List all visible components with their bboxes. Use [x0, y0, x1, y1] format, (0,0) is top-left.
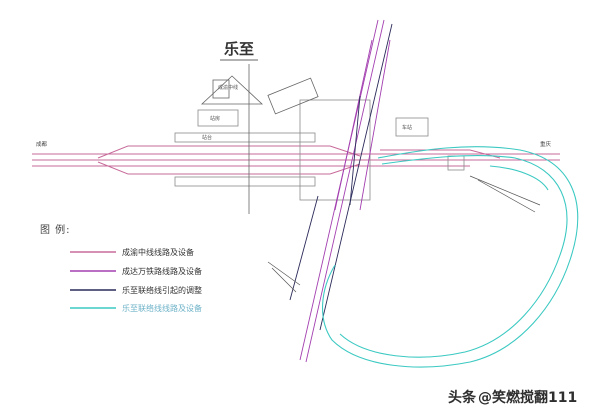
siding-left-diverge-upper — [97, 145, 129, 159]
platform-lower — [174, 176, 316, 187]
legend: 图 例: 成渝中线线路及设备 成达万铁路线路及设备 乐至联络线引起的调整 乐至联… — [40, 223, 202, 313]
watermark-prefix: 头条 — [448, 389, 477, 406]
siding-right-converge-lower — [329, 163, 361, 175]
right-siding-join — [469, 149, 501, 159]
adjust-track-2 — [349, 95, 361, 206]
diagram-title: 乐至 — [224, 40, 254, 58]
link-loop-inner — [339, 155, 568, 358]
top-structures — [200, 64, 319, 214]
station-yard-frame — [299, 99, 371, 201]
station-building-box — [197, 109, 239, 127]
watermark-handle: @笑燃搅翻111 — [478, 389, 577, 406]
top-left-box — [212, 79, 230, 99]
spur-tracks — [267, 175, 541, 293]
dawan-track-4 — [359, 39, 391, 211]
title-group: 乐至 — [220, 40, 258, 61]
legend-label-2: 成达万铁路线路及设备 — [122, 266, 202, 276]
spur-left-2 — [271, 267, 297, 293]
link-line-tracks — [322, 146, 579, 368]
left-station-label: 成都 — [36, 140, 48, 148]
legend-item-2: 成达万铁路线路及设备 — [70, 266, 202, 276]
legend-item-3: 乐至联络线引起的调整 — [70, 285, 202, 295]
main-line-tracks — [32, 145, 560, 175]
top-triangle — [200, 75, 264, 105]
right-end-marker — [447, 155, 465, 171]
right-station-label: 重庆 — [540, 140, 552, 148]
link-loop-outer — [322, 146, 579, 368]
platform-upper — [174, 132, 316, 143]
spur-left-1 — [267, 261, 301, 286]
spur-right-1 — [469, 175, 541, 206]
adjust-line-tracks — [289, 23, 393, 331]
right-station-box — [395, 117, 429, 137]
legend-label-4: 乐至联络线线路及设备 — [122, 303, 202, 313]
watermark: 头条 @笑燃搅翻111 — [448, 389, 577, 406]
spur-right-2 — [477, 179, 536, 213]
link-branch — [489, 165, 549, 191]
legend-heading: 图 例: — [40, 223, 71, 236]
dawan-line-tracks — [299, 19, 391, 363]
platform-annotation: 站台 — [202, 134, 212, 141]
right-box-annotation: 车站 — [402, 124, 412, 131]
adjust-track-3 — [289, 195, 319, 301]
station-labels: 成都 重庆 成渝中线 站房 站台 车站 — [36, 84, 552, 148]
legend-item-4: 乐至联络线线路及设备 — [70, 303, 202, 313]
legend-item-1: 成渝中线线路及设备 — [70, 247, 194, 257]
top-box-annotation: 成渝中线 — [218, 84, 238, 91]
tilted-building — [267, 77, 319, 115]
dawan-track-2 — [305, 19, 385, 363]
adjust-track-1 — [319, 23, 393, 331]
dawan-track-3 — [334, 39, 373, 211]
legend-label-1: 成渝中线线路及设备 — [122, 247, 194, 257]
legend-label-3: 乐至联络线引起的调整 — [122, 285, 202, 295]
siding-left-diverge-lower — [97, 161, 129, 175]
station-box-annotation: 站房 — [210, 115, 220, 122]
